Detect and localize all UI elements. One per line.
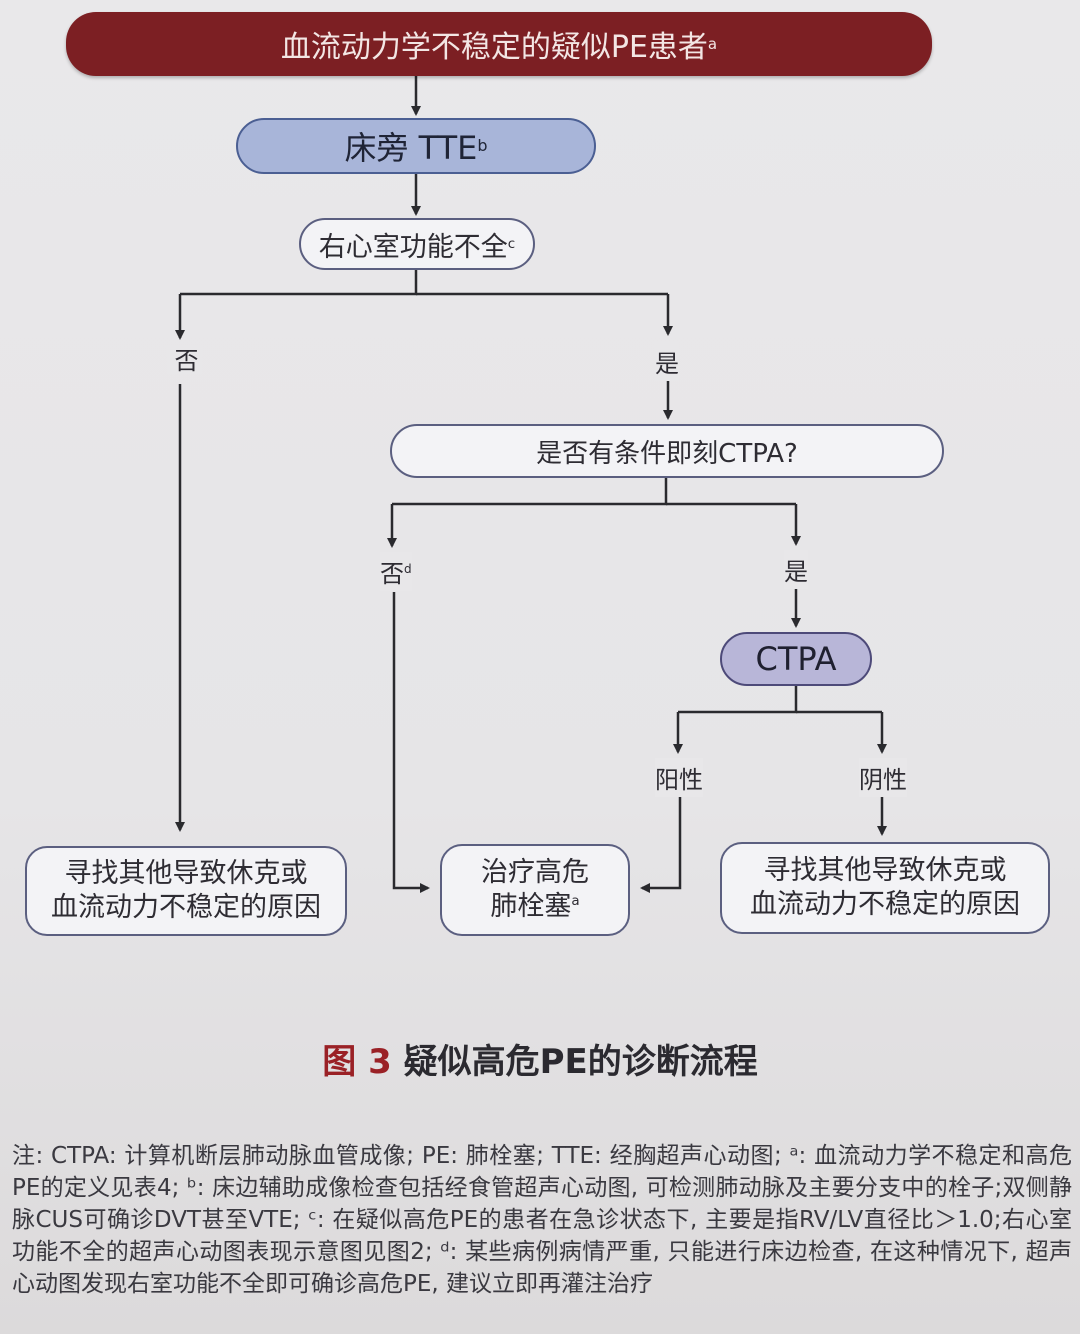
node-ctpa-available-question: 是否有条件即刻CTPA?	[390, 424, 944, 478]
node-ctpaq-text: 是否有条件即刻CTPA?	[536, 438, 798, 469]
node-tte-text: 床旁 TTE	[344, 129, 478, 167]
node-ctpa: CTPA	[720, 632, 872, 686]
edge-label-rv-yes: 是	[655, 342, 679, 381]
node-left-other-cause: 寻找其他导致休克或 血流动力不稳定的原因	[25, 846, 347, 936]
figure-caption: 图 3 疑似高危PE的诊断流程	[0, 1034, 1080, 1083]
figure-notes: 注: CTPA: 计算机断层肺动脉血管成像; PE: 肺栓塞; TTE: 经胸超…	[12, 1143, 1072, 1297]
mid-outcome-line2-wrap: 肺栓塞a	[490, 890, 579, 924]
right-outcome-line1: 寻找其他导致休克或	[763, 855, 1007, 886]
node-suspected-pe-text: 血流动力学不稳定的疑似PE患者	[280, 30, 708, 65]
edge-label-rv-no: 否	[167, 346, 202, 374]
figure-number: 图 3	[322, 1042, 392, 1082]
edge-label-ctpa-yes: 是	[784, 550, 808, 589]
branch-ctpaq	[392, 478, 668, 506]
node-right-other-cause: 寻找其他导致休克或 血流动力不稳定的原因	[720, 842, 1050, 934]
left-outcome-line1: 寻找其他导致休克或	[64, 858, 308, 889]
right-outcome-line2: 血流动力不稳定的原因	[750, 889, 1020, 920]
branch-rv	[180, 270, 418, 296]
edge-label-positive: 阳性	[655, 758, 703, 797]
footnote-d-marker: d	[404, 562, 412, 576]
edge-label-ctpa-no: 否d	[380, 552, 412, 591]
figure-title: 疑似高危PE的诊断流程	[403, 1042, 758, 1082]
node-treat-high-risk-pe: 治疗高危 肺栓塞a	[440, 844, 630, 936]
arrow-ctpaq-no-b	[392, 592, 430, 893]
edge-label-ctpa-no-text: 否	[380, 560, 404, 588]
mid-outcome-line1: 治疗高危	[481, 857, 589, 888]
branch-ctpa	[678, 686, 798, 714]
node-ctpa-text: CTPA	[755, 640, 837, 678]
edge-label-negative: 阴性	[859, 758, 907, 797]
mid-outcome-line2: 肺栓塞	[490, 891, 572, 922]
left-outcome-line2: 血流动力不稳定的原因	[51, 892, 321, 923]
node-rv-text: 右心室功能不全	[318, 231, 508, 263]
arrow-positive-b	[640, 796, 682, 893]
footnote-a-marker-2: a	[571, 893, 580, 909]
